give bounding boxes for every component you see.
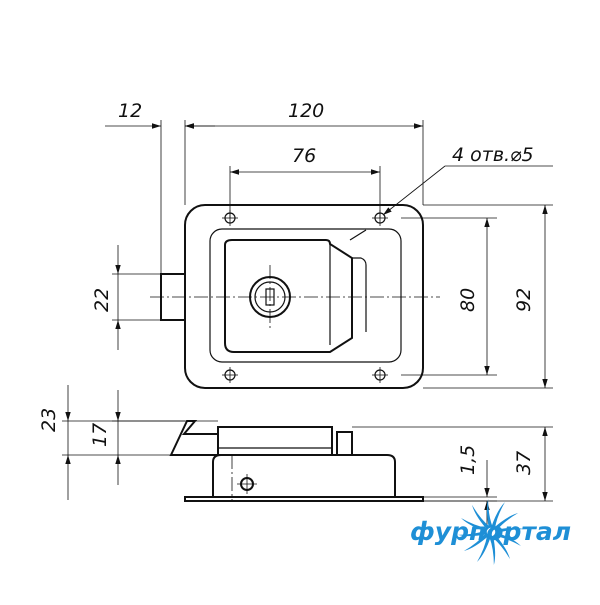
side-flange-plate bbox=[184, 496, 424, 502]
handle-inner-edge bbox=[329, 244, 367, 345]
holes-callout: 4 отв.⌀5 bbox=[382, 144, 553, 216]
dim-17: 17 bbox=[89, 390, 218, 485]
dim-76-label: 76 bbox=[292, 145, 316, 167]
turbine-icon bbox=[458, 499, 524, 565]
dim-37: 37 bbox=[352, 426, 553, 502]
furportal-logo: фурпортал bbox=[410, 499, 571, 565]
flange-outline bbox=[184, 204, 424, 389]
top-view bbox=[150, 204, 440, 389]
dim-76: 76 bbox=[229, 145, 381, 218]
dim-22-label: 22 bbox=[91, 288, 113, 312]
dim-22: 22 bbox=[91, 245, 161, 350]
handle-paddle bbox=[224, 239, 353, 353]
logo-text: фурпортал bbox=[410, 517, 571, 546]
dim-1-5-label: 1,5 bbox=[457, 445, 479, 475]
dim-80-label: 80 bbox=[457, 288, 479, 312]
dim-80: 80 bbox=[401, 217, 497, 376]
dim-12: 12 bbox=[105, 100, 215, 274]
side-hole bbox=[237, 474, 257, 494]
inner-recess bbox=[209, 228, 402, 363]
mounting-holes bbox=[222, 210, 388, 383]
side-handle bbox=[217, 426, 333, 456]
side-body bbox=[212, 454, 396, 497]
side-lever bbox=[169, 420, 219, 456]
dim-17-label: 17 bbox=[89, 423, 111, 447]
dim-92: 92 bbox=[423, 204, 553, 389]
dim-12-label: 12 bbox=[118, 100, 142, 122]
side-tab bbox=[336, 431, 353, 456]
dim-120: 120 bbox=[185, 100, 424, 205]
holes-label: 4 отв.⌀5 bbox=[452, 144, 534, 166]
dim-37-label: 37 bbox=[513, 451, 535, 475]
dim-120-label: 120 bbox=[288, 100, 324, 122]
side-view bbox=[169, 420, 424, 502]
dim-23: 23 bbox=[38, 385, 213, 500]
dim-92-label: 92 bbox=[513, 288, 535, 312]
handle-cutout bbox=[349, 229, 367, 241]
dim-23-label: 23 bbox=[38, 408, 60, 432]
